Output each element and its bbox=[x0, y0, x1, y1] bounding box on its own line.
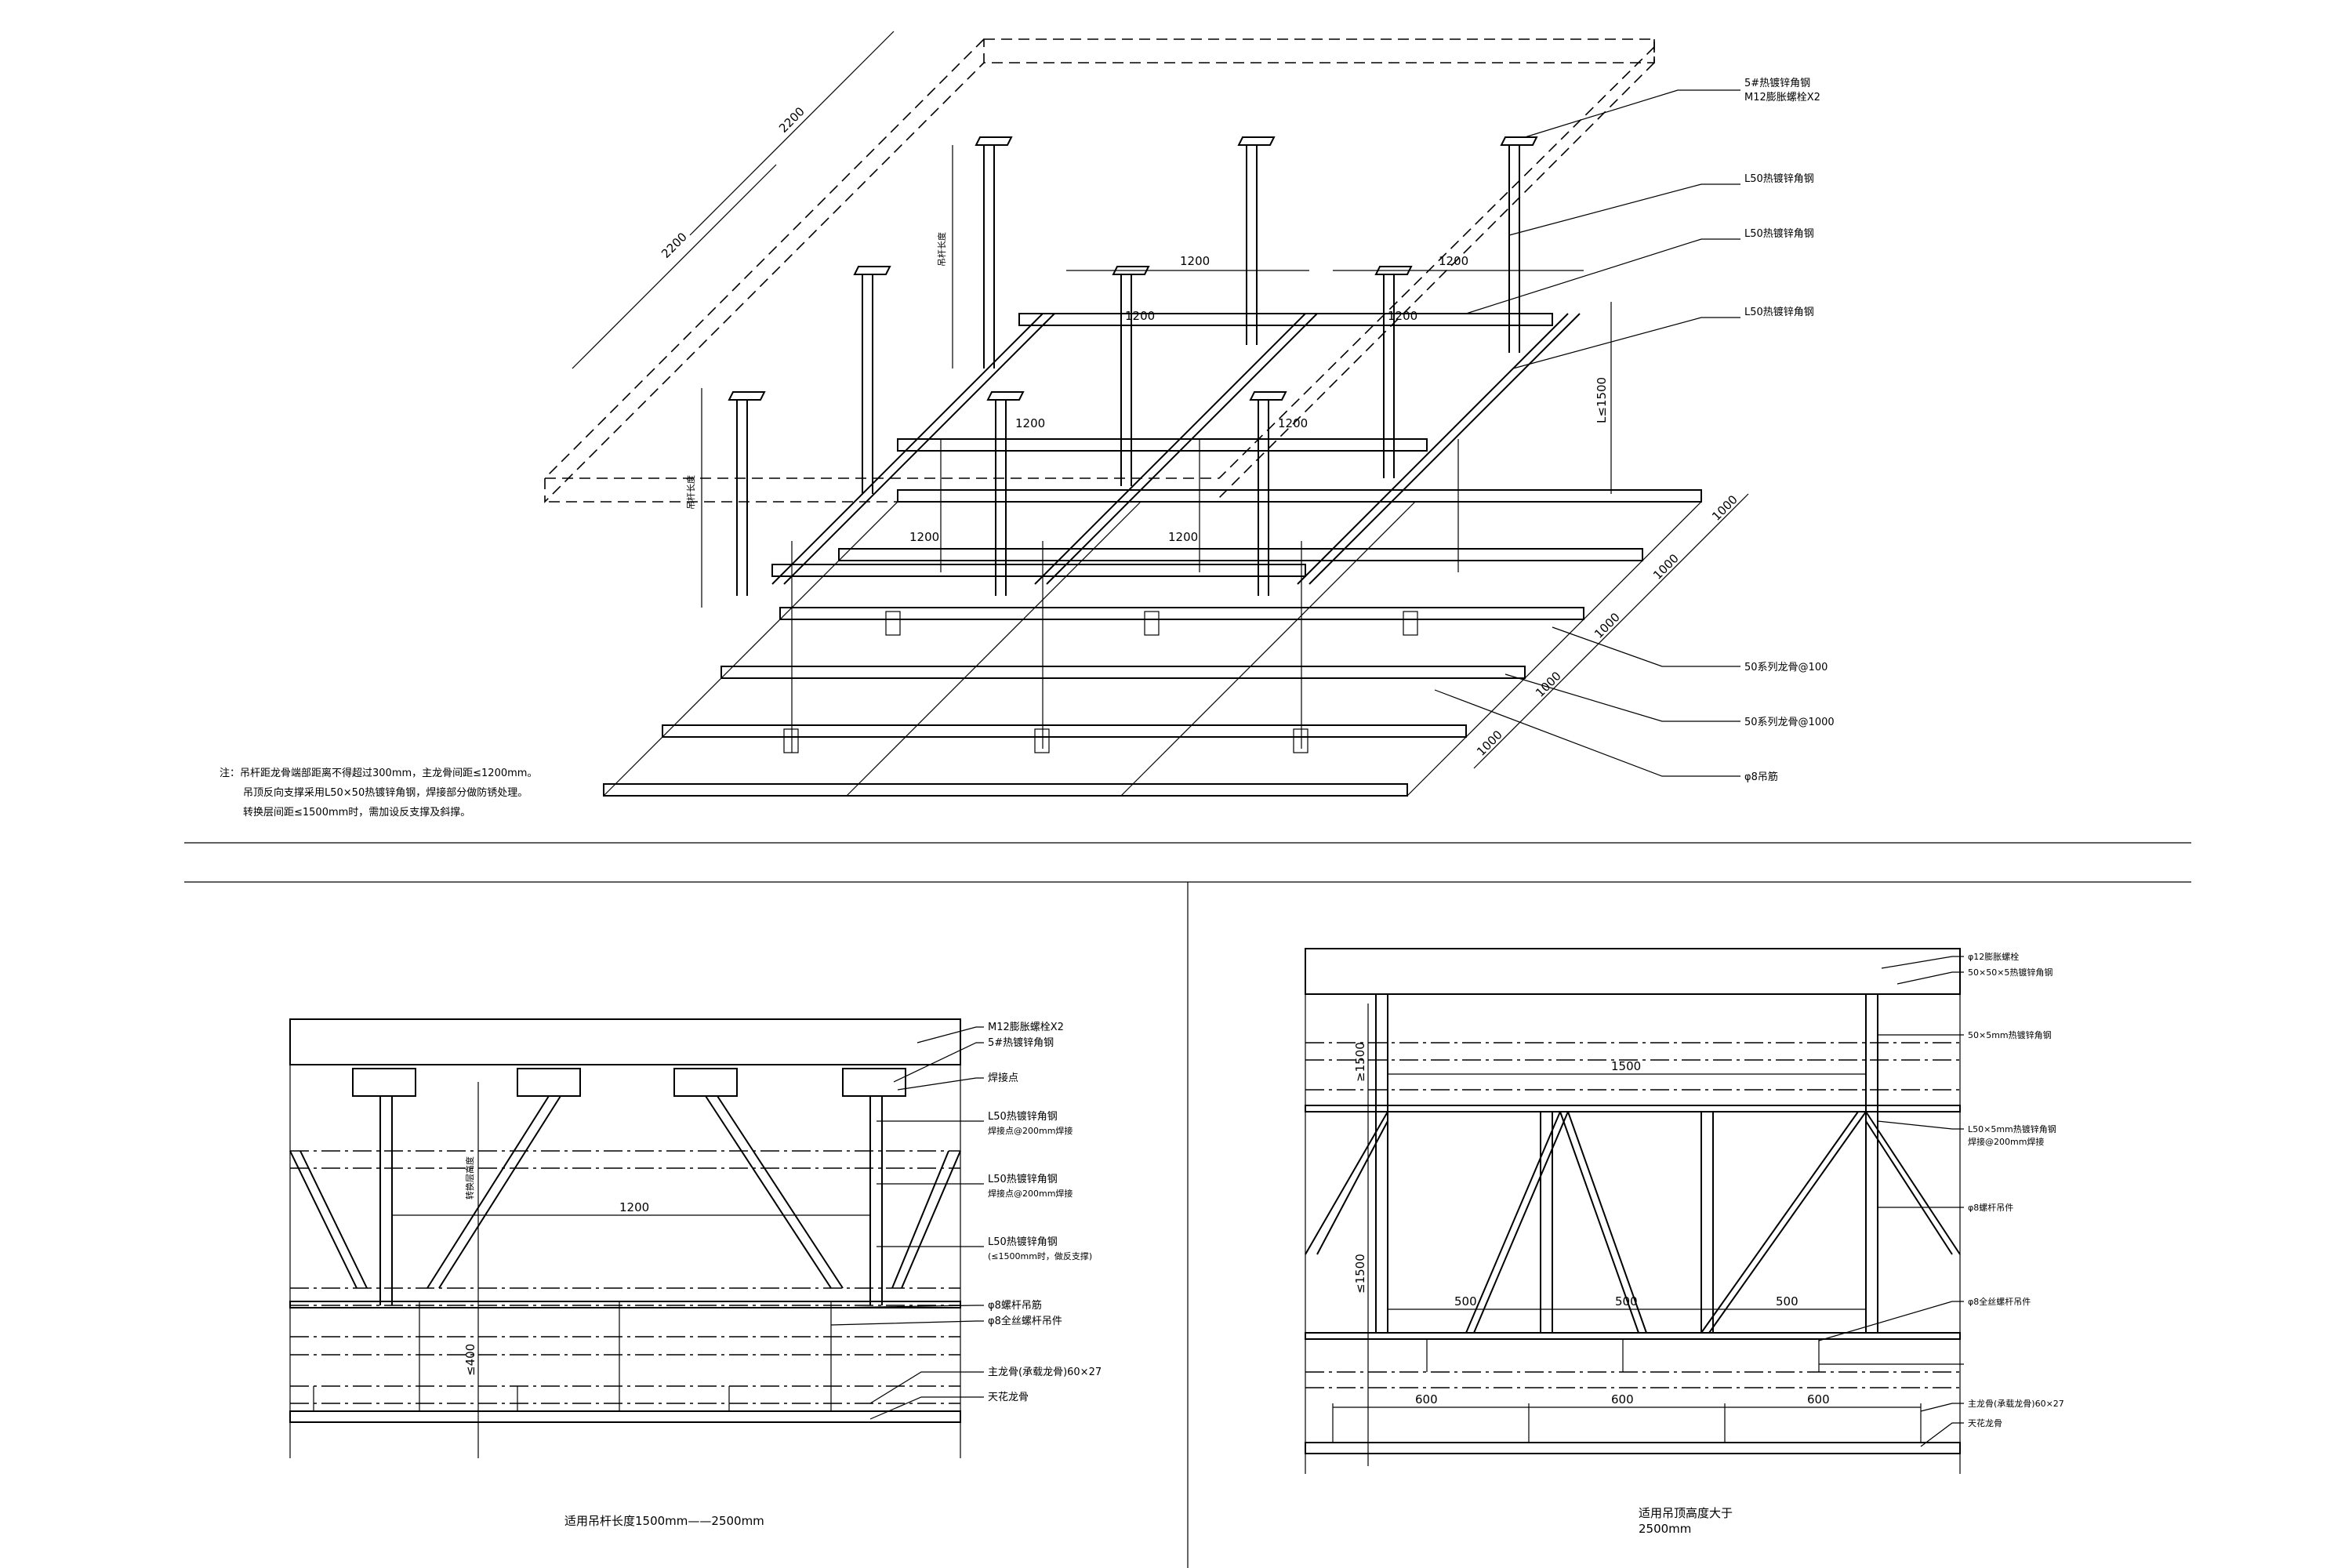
ls-callout-3: L50热镀锌角钢 bbox=[988, 1110, 1058, 1123]
iso-callout-4: L50热镀锌角钢 bbox=[1744, 306, 1814, 318]
iso-callout-6: 50系列龙骨@1000 bbox=[1744, 717, 1835, 728]
ls-dim-conv: 转换层高度 bbox=[464, 1156, 475, 1200]
iso-side-dims: 1000 1000 1000 1000 1000 bbox=[1473, 492, 1749, 769]
dim-top-3: 1200 bbox=[1388, 309, 1417, 323]
hanger-rods bbox=[728, 136, 1538, 596]
ceiling-channels bbox=[603, 489, 1702, 797]
rs-callout-8: 焊接@200mm焊接 bbox=[1968, 1136, 2044, 1147]
rs-dim-500-2: 500 bbox=[1776, 1294, 1798, 1308]
rs-dim-1500: 1500 bbox=[1611, 1059, 1641, 1073]
dim-side-2: 1000 bbox=[1592, 610, 1623, 641]
dim-top-5: 1200 bbox=[1278, 416, 1308, 430]
iso-callout-1: M12膨胀螺栓X2 bbox=[1744, 92, 1820, 103]
dim-l1500: L≤1500 bbox=[1595, 377, 1609, 423]
rs-callout-0: φ12膨胀螺栓 bbox=[1968, 951, 2019, 962]
ls-callout-9: 天花龙骨 bbox=[988, 1391, 1029, 1403]
rs-callout-2: 50×5mm热镀锌角钢 bbox=[1968, 1029, 2052, 1040]
iso-callout-7: φ8吊筋 bbox=[1744, 771, 1778, 783]
ls-dim-400: ≤400 bbox=[463, 1344, 477, 1376]
drop-rods bbox=[783, 439, 1459, 753]
separators bbox=[184, 842, 2191, 1568]
ls-callout-12: (≤1500mm时，做反支撑) bbox=[988, 1250, 1092, 1261]
angle-steel-frame bbox=[771, 313, 1581, 585]
ls-callout-6: φ8螺杆吊筋 bbox=[988, 1299, 1042, 1312]
ls-callout-1: 5#热镀锌角钢 bbox=[988, 1036, 1054, 1049]
rs-callout-6: 主龙骨(承载龙骨)60×27 bbox=[1968, 1399, 2064, 1409]
iso-notes: 注：吊杆距龙骨端部距离不得超过300mm，主龙骨间距≤1200mm。 吊顶反向支… bbox=[220, 767, 537, 818]
ceiling-slab-outline bbox=[544, 38, 1655, 503]
rs-dim-600-1: 600 bbox=[1611, 1392, 1634, 1406]
ls-callout-8: 主龙骨(承载龙骨)60×27 bbox=[988, 1367, 1102, 1378]
isometric-view: 2200 2200 bbox=[220, 31, 1835, 818]
dim-side-0: 1000 bbox=[1709, 492, 1740, 524]
rs-dim-le1500: ≤1500 bbox=[1353, 1254, 1367, 1294]
dim-side-4: 1000 bbox=[1474, 728, 1505, 759]
iso-top-dims: 1200 1200 1200 1200 1200 1200 1200 1200 bbox=[909, 254, 1584, 544]
rs-caption-1: 适用吊顶高度大于 bbox=[1639, 1506, 1733, 1520]
right-section: 1500 500 500 500 600 600 600 ≥1500 ≤1500… bbox=[1305, 948, 2064, 1536]
rs-dim-500-0: 500 bbox=[1454, 1294, 1477, 1308]
dim-top-2: 1200 bbox=[1125, 309, 1155, 323]
iso-callout-2: L50热镀锌角钢 bbox=[1744, 172, 1814, 185]
left-section: 1200 ≤400 转换层高度 M12膨胀螺栓X2 5#热镀锌角钢 焊接点 L5… bbox=[289, 1018, 1102, 1528]
iso-note-2: 转换层间距≤1500mm时，需加设反支撑及斜撑。 bbox=[243, 807, 470, 818]
dim-side-1: 1000 bbox=[1650, 551, 1682, 583]
dim-hanger-len-1: 吊杆长度 bbox=[936, 232, 947, 267]
rs-callout-1: 50×50×5热镀锌角钢 bbox=[1968, 967, 2053, 978]
ls-caption: 适用吊杆长度1500mm——2500mm bbox=[564, 1514, 764, 1528]
rs-caption-2: 2500mm bbox=[1639, 1522, 1691, 1536]
ls-callout-0: M12膨胀螺栓X2 bbox=[988, 1022, 1064, 1033]
rs-callout-5: φ8全丝螺杆吊件 bbox=[1968, 1296, 2031, 1307]
iso-note-0: 注：吊杆距龙骨端部距离不得超过300mm，主龙骨间距≤1200mm。 bbox=[220, 767, 537, 779]
ls-callout-2: 焊接点 bbox=[988, 1072, 1018, 1084]
rs-dim-600-0: 600 bbox=[1415, 1392, 1438, 1406]
ls-callout-10: 焊接点@200mm焊接 bbox=[988, 1125, 1073, 1136]
rs-callout-3: L50×5mm热镀锌角钢 bbox=[1968, 1123, 2056, 1134]
dim-top-0: 1200 bbox=[1180, 254, 1210, 268]
dim-top-6: 1200 bbox=[909, 530, 939, 544]
iso-callout-leaders bbox=[1434, 89, 1740, 777]
ls-callout-5: L50热镀锌角钢 bbox=[988, 1236, 1058, 1248]
slab-diag-dims: 2200 2200 bbox=[572, 31, 895, 369]
ls-callout-4: L50热镀锌角钢 bbox=[988, 1173, 1058, 1185]
dim-side-3: 1000 bbox=[1533, 669, 1564, 700]
ls-callout-11: 焊接点@200mm焊接 bbox=[988, 1188, 1073, 1199]
iso-note-1: 吊顶反向支撑采用L50×50热镀锌角钢，焊接部分做防锈处理。 bbox=[243, 786, 528, 799]
rs-callout-7: 天花龙骨 bbox=[1968, 1418, 2002, 1428]
ls-dim-1200: 1200 bbox=[619, 1200, 649, 1214]
dim-top-1: 1200 bbox=[1439, 254, 1468, 268]
iso-callout-labels: 5#热镀锌角钢 M12膨胀螺栓X2 L50热镀锌角钢 L50热镀锌角钢 L50热… bbox=[1744, 77, 1835, 783]
rs-dim-ge1500: ≥1500 bbox=[1353, 1042, 1367, 1082]
dim-diag-1: 2200 bbox=[776, 104, 808, 136]
dim-top-4: 1200 bbox=[1015, 416, 1045, 430]
rs-dim-600-2: 600 bbox=[1807, 1392, 1830, 1406]
rs-callout-4: φ8螺杆吊件 bbox=[1968, 1202, 2013, 1213]
ls-callout-7: φ8全丝螺杆吊件 bbox=[988, 1315, 1062, 1327]
dim-hanger-len-2: 吊杆长度 bbox=[685, 475, 696, 510]
rs-dim-500-1: 500 bbox=[1615, 1294, 1638, 1308]
iso-callout-3: L50热镀锌角钢 bbox=[1744, 227, 1814, 240]
iso-callout-0: 5#热镀锌角钢 bbox=[1744, 77, 1810, 89]
iso-vertical-dims: 吊杆长度 吊杆长度 L≤1500 bbox=[685, 145, 1612, 608]
iso-callout-5: 50系列龙骨@100 bbox=[1744, 662, 1828, 673]
dim-top-7: 1200 bbox=[1168, 530, 1198, 544]
